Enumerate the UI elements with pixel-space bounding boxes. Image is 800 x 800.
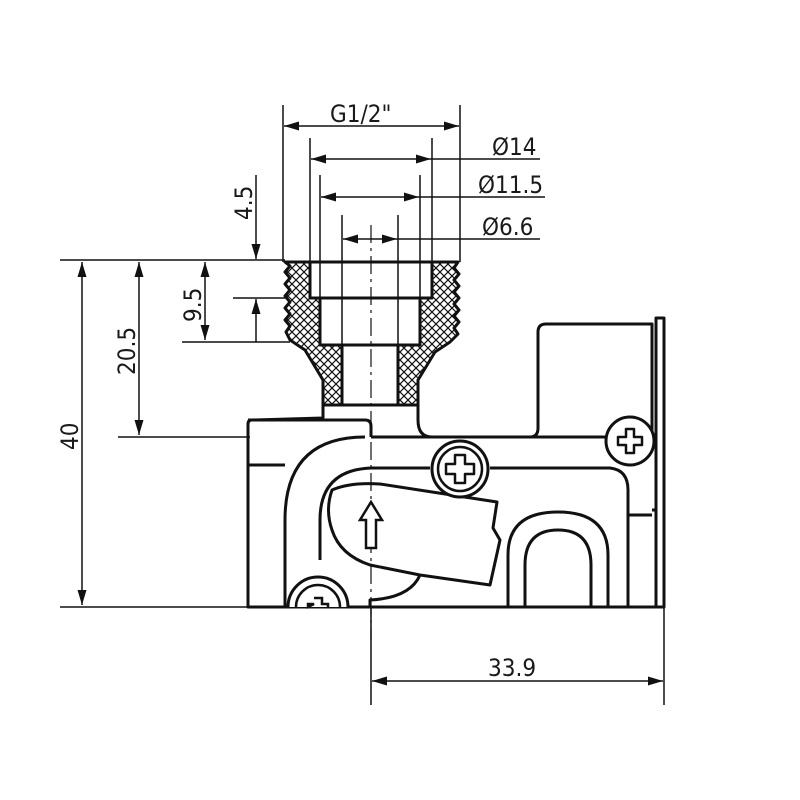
dia-11-5-label: Ø11.5 [478, 171, 543, 199]
screw-center-icon [430, 439, 490, 499]
flow-direction-arrow-icon [357, 499, 385, 550]
thread-label: G1/2" [330, 100, 391, 128]
dim-depth-9-5: 9.5 [179, 262, 210, 340]
dim-dia-11-5: Ø11.5 [321, 171, 545, 202]
dim-depth-4-5: 4.5 [230, 175, 261, 342]
height-20-5-label: 20.5 [113, 327, 141, 375]
dim-height-40: 40 [56, 262, 87, 605]
height-40-label: 40 [56, 423, 84, 450]
dia-6-6-label: Ø6.6 [482, 213, 533, 241]
threaded-inlet-section [283, 225, 461, 640]
dim-dia-6-6: Ø6.6 [343, 213, 540, 244]
screw-bottom-left-icon [286, 575, 350, 610]
dim-dia-14: Ø14 [311, 133, 540, 164]
extension-lines-left [60, 259, 290, 608]
dim-height-20-5: 20.5 [113, 262, 144, 435]
depth-9-5-label: 9.5 [179, 288, 207, 322]
screw-right-icon [604, 415, 656, 467]
dim-width-33-9: 33.9 [370, 608, 665, 705]
width-33-9-label: 33.9 [488, 654, 536, 682]
dim-thread: G1/2" [284, 100, 459, 131]
valve-body [246, 316, 666, 609]
dia-14-label: Ø14 [492, 133, 536, 161]
depth-4-5-label: 4.5 [230, 186, 258, 220]
